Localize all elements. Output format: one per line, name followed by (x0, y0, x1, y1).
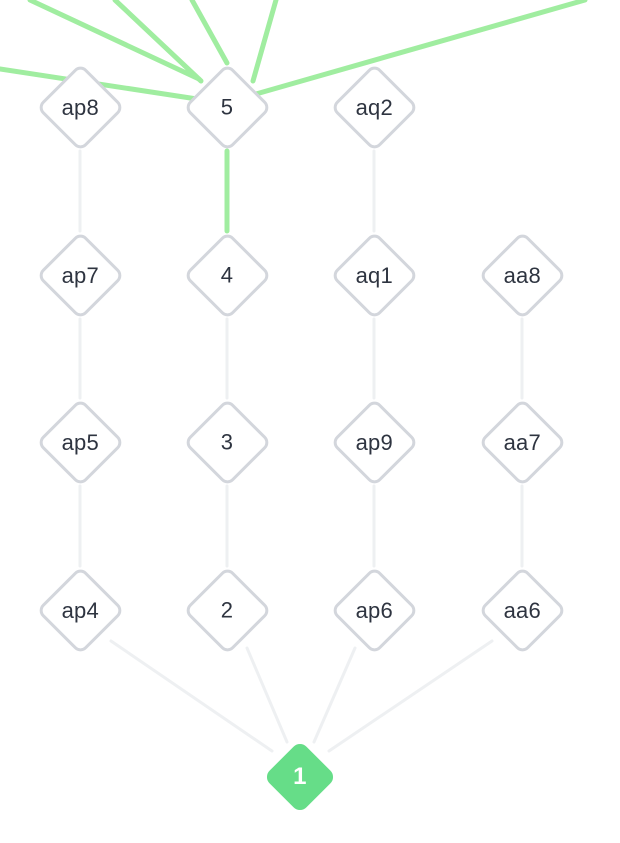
graph-node-n3[interactable]: 3 (182, 397, 272, 487)
graph-node-label: 2 (220, 597, 234, 622)
graph-node-label: ap6 (355, 597, 393, 622)
graph-node-n2[interactable]: 2 (182, 565, 272, 655)
graph-node-aa8[interactable]: aa8 (477, 230, 567, 320)
graph-node-aa6[interactable]: aa6 (477, 565, 567, 655)
graph-node-label: aq1 (355, 262, 393, 287)
graph-node-label: aa7 (503, 429, 541, 454)
graph-node-n1[interactable]: 1 (263, 740, 337, 814)
graph-edge (253, 0, 588, 97)
graph-node-label: aa6 (503, 597, 541, 622)
graph-node-label: ap4 (61, 597, 99, 622)
graph-node-ap8[interactable]: ap8 (35, 62, 125, 152)
graph-node-aa7[interactable]: aa7 (477, 397, 567, 487)
graph-edge (27, 0, 202, 82)
graph-node-ap9[interactable]: ap9 (329, 397, 419, 487)
graph-node-label: ap7 (61, 262, 99, 287)
graph-edge (327, 639, 494, 753)
graph-edge (109, 639, 274, 753)
graph-node-label: 3 (220, 429, 234, 454)
graph-node-ap5[interactable]: ap5 (35, 397, 125, 487)
graph-edge (250, 0, 279, 84)
graph-node-n5[interactable]: 5 (182, 62, 272, 152)
graph-node-label: ap8 (61, 94, 99, 119)
graph-node-aq1[interactable]: aq1 (329, 230, 419, 320)
graph-node-label: aa8 (503, 262, 541, 287)
graph-node-label: 4 (220, 262, 234, 287)
graph-node-ap6[interactable]: ap6 (329, 565, 419, 655)
graph-node-n4[interactable]: 4 (182, 230, 272, 320)
graph-node-label: ap5 (61, 429, 99, 454)
graph-edge (245, 646, 289, 744)
graph-node-label: ap9 (355, 429, 393, 454)
graph-edge (312, 646, 357, 744)
graph-node-label: aq2 (355, 94, 393, 119)
graph-node-ap7[interactable]: ap7 (35, 230, 125, 320)
graph-node-aq2[interactable]: aq2 (329, 62, 419, 152)
graph-node-ap4[interactable]: ap4 (35, 565, 125, 655)
graph-edge (112, 0, 204, 84)
graph-edge (189, 0, 230, 66)
graph-node-label: 1 (293, 763, 307, 790)
graph-node-label: 5 (220, 94, 234, 119)
